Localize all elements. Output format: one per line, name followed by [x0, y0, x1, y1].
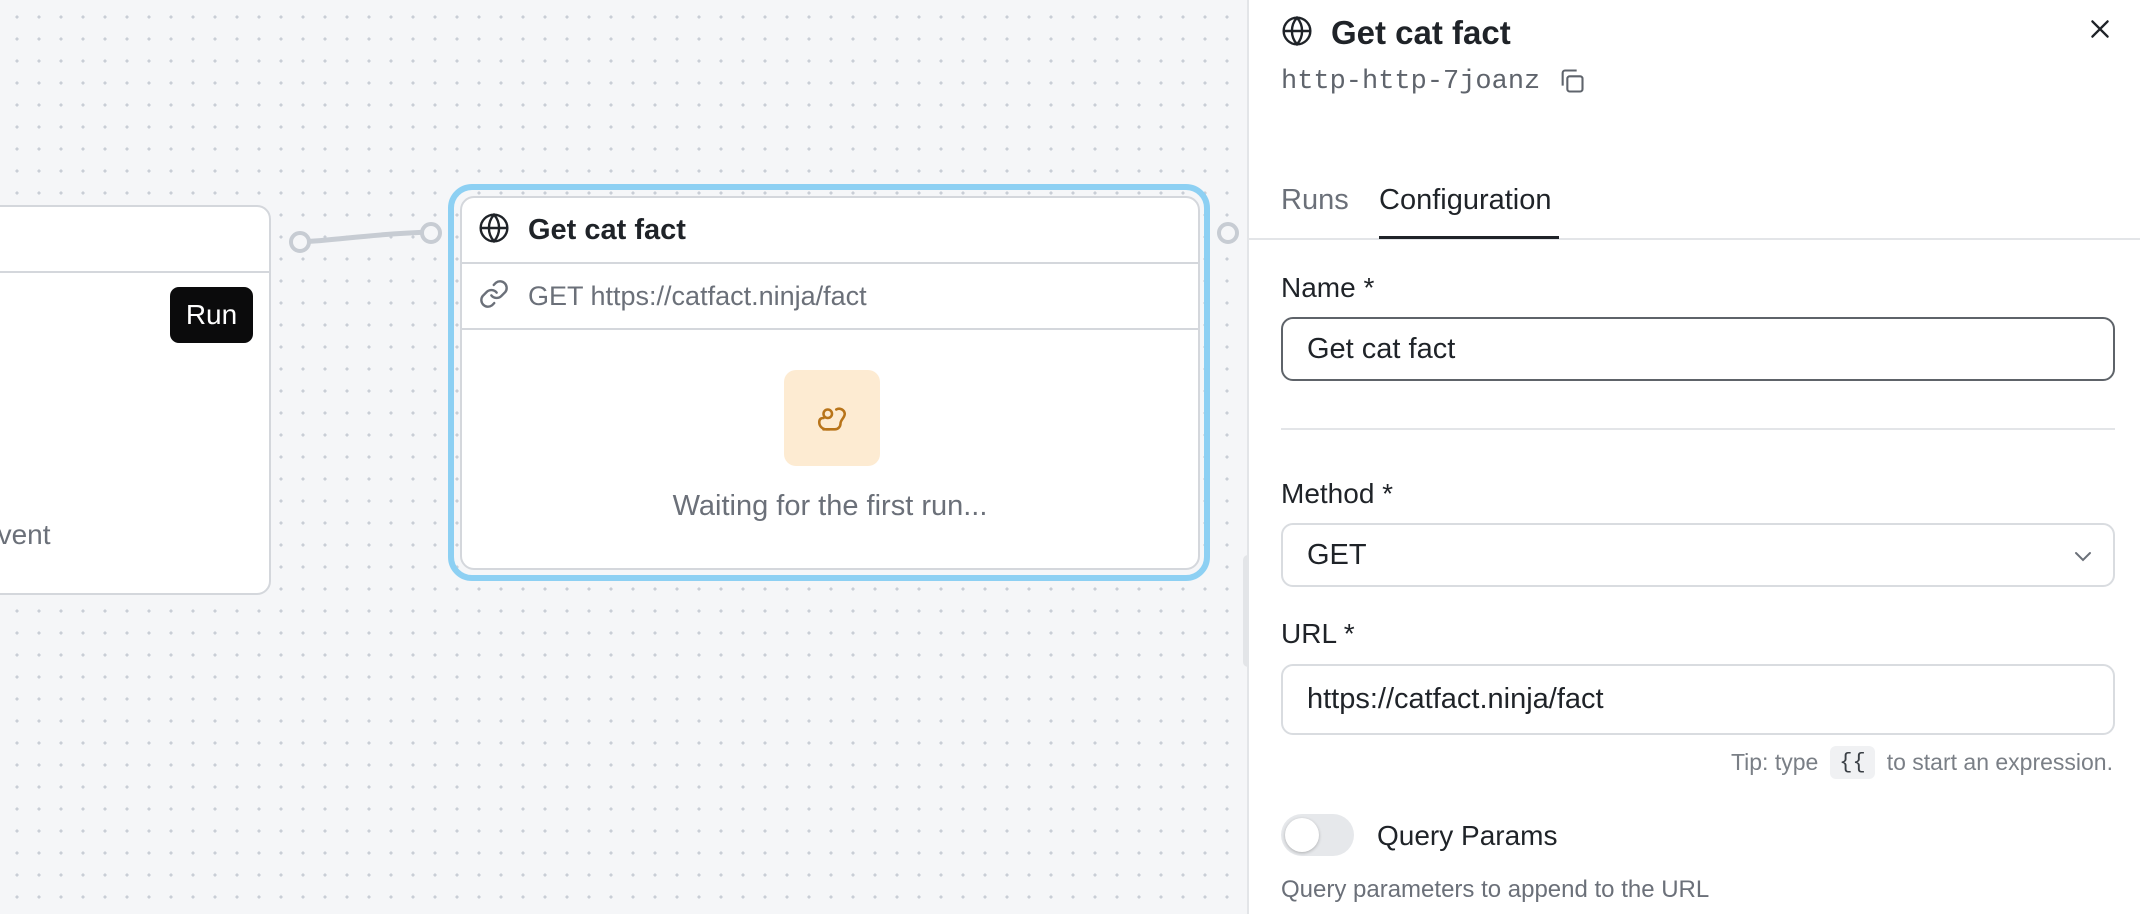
close-panel-button[interactable] [2082, 12, 2118, 48]
name-input[interactable] [1281, 317, 2115, 381]
squirrel-icon [784, 370, 880, 466]
run-button[interactable]: Run [170, 287, 253, 343]
globe-icon [478, 212, 510, 249]
node-request-url: GET https://catfact.ninja/fact [528, 280, 867, 311]
copy-icon [1558, 67, 1586, 98]
http-node-get-cat-fact[interactable]: Get cat fact GET https://catfact.ninja/f… [460, 196, 1200, 570]
globe-icon [1281, 15, 1313, 52]
prev-node-output-handle[interactable] [289, 231, 311, 253]
previous-node[interactable]: Run event [0, 205, 271, 595]
tab-runs[interactable]: Runs [1281, 184, 1349, 216]
node-input-handle[interactable] [420, 222, 442, 244]
node-selection-outline [448, 184, 1210, 581]
method-label: Method * [1281, 478, 1394, 509]
panel-tabs: Runs Configuration [1249, 178, 2140, 240]
section-divider [1281, 428, 2115, 430]
node-slug: http-http-7joanz [1281, 67, 1541, 97]
tip-prefix: Tip: type [1730, 749, 1819, 775]
toggle-knob [1285, 818, 1319, 852]
close-icon [2087, 16, 2113, 45]
tip-suffix: to start an expression. [1886, 749, 2113, 775]
node-config-panel: Get cat fact http-http-7joanz Runs Confi… [1247, 0, 2140, 914]
url-input[interactable] [1281, 664, 2115, 735]
previous-node-header [0, 207, 269, 273]
query-params-label: Query Params [1377, 820, 1558, 851]
copy-slug-button[interactable] [1556, 66, 1588, 98]
method-select[interactable]: GET [1281, 523, 2115, 587]
url-label: URL * [1281, 618, 1355, 649]
workflow-canvas[interactable]: Run event Get cat fact GET https://catfa… [0, 0, 1247, 914]
query-params-description: Query parameters to append to the URL [1281, 876, 1710, 903]
panel-title: Get cat fact [1331, 14, 1511, 51]
node-output-handle[interactable] [1217, 222, 1239, 244]
previous-node-event-text: event [0, 519, 51, 550]
query-params-toggle[interactable] [1281, 814, 1354, 856]
link-icon [478, 278, 510, 315]
method-select-value: GET [1307, 538, 1367, 571]
node-status-text: Waiting for the first run... [672, 490, 988, 522]
expression-tip: Tip: type {{ to start an expression. [1731, 746, 2113, 779]
active-tab-indicator [1379, 236, 1559, 239]
connection-edge[interactable] [0, 0, 460, 300]
tab-configuration[interactable]: Configuration [1379, 184, 1552, 216]
name-label: Name * [1281, 272, 1375, 303]
chevron-down-icon [2071, 543, 2095, 576]
node-title: Get cat fact [528, 213, 686, 246]
tip-code: {{ [1830, 746, 1875, 779]
